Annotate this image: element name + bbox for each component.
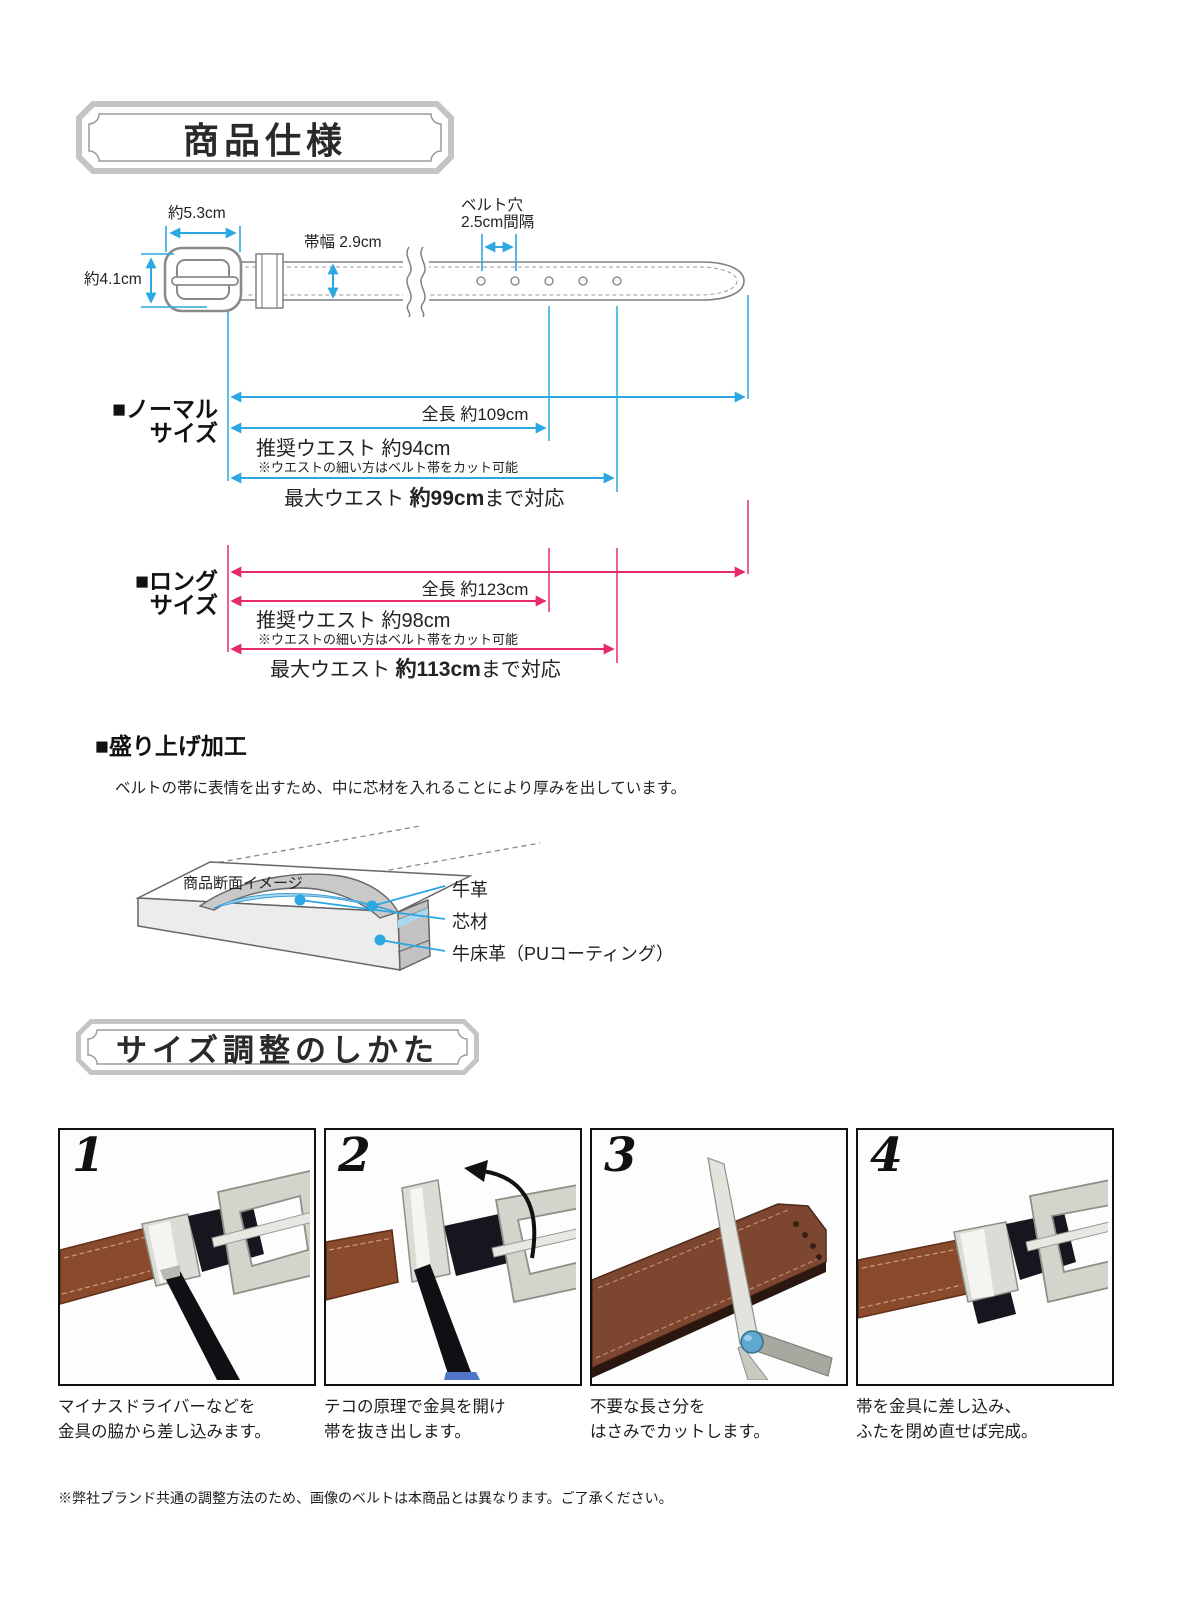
strap-width-label: 帯幅 2.9cm <box>304 234 382 251</box>
hole-pitch-label-line2: 2.5cm間隔 <box>461 214 535 232</box>
cross-section-illustration <box>135 825 541 972</box>
screwdriver <box>164 1271 240 1380</box>
normal-max-waist: 最大ウエスト 約99cmまで対応 <box>284 482 564 512</box>
buckle-height-label: 約4.1cm <box>84 271 142 288</box>
raised-section-body: ベルトの帯に表情を出すため、中に芯材を入れることにより厚みを出しています。 <box>115 780 687 797</box>
footnote: ※弊社ブランド共通の調整方法のため、画像のベルトは本商品とは異なります。ご了承く… <box>58 1490 673 1506</box>
step-4-number: 4 <box>870 1128 903 1183</box>
step-2-number: 2 <box>338 1128 371 1183</box>
step-3-illustration <box>591 1157 833 1381</box>
step-2-caption-line1: テコの原理で金具を開け <box>324 1398 506 1416</box>
normal-max-value: 約99cm <box>409 487 485 510</box>
long-recommended-waist: 推奨ウエスト 約98cm <box>256 610 451 632</box>
raised-section-heading: ■盛り上げ加工 <box>95 733 247 759</box>
dot-layer-top <box>366 900 378 912</box>
dim-buckle-width <box>165 226 241 252</box>
spec-section-title: 商品仕様 <box>75 100 455 175</box>
normal-max-prefix: 最大ウエスト <box>284 488 410 510</box>
step-2-caption-line2: 帯を抜き出します。 <box>324 1422 471 1441</box>
step-2-photo: 2 <box>324 1128 607 1386</box>
dim-hole-pitch <box>481 234 517 271</box>
adjust-title-text: サイズ調整のしかた <box>115 1032 440 1069</box>
belt-diagram-svg <box>135 226 749 972</box>
step-4-illustration <box>857 1174 1143 1324</box>
normal-recommended-waist: 推奨ウエスト 約94cm <box>256 438 451 460</box>
title-frame-ornament-2 <box>76 1019 479 1075</box>
step-1: 1 マイナスドライバーなどを 金具の脇から差し込みます。 <box>58 1128 327 1445</box>
layer-core-label: 芯材 <box>452 912 488 932</box>
long-size-name-line1: ■ロング <box>135 568 218 594</box>
long-total-length: 全長 約123cm <box>421 580 529 599</box>
long-cut-note: ※ウエストの細い方はベルト帯をカット可能 <box>258 632 519 647</box>
step-1-caption-line2: 金具の脇から差し込みます。 <box>58 1422 271 1441</box>
step-3-caption-line2: はさみでカットします。 <box>590 1422 770 1441</box>
belt-illustration <box>163 246 745 318</box>
dot-layer-bottom <box>374 934 386 946</box>
cross-section-caption: 商品断面イメージ <box>183 875 303 892</box>
long-size-name: ■ロング サイズ <box>96 569 218 617</box>
step-4: 4 帯を金具に差し込み、 ふたを閉め直せば完成。 <box>856 1128 1143 1445</box>
dot-layer-core <box>294 894 306 906</box>
step-1-caption: マイナスドライバーなどを 金具の脇から差し込みます。 <box>58 1395 316 1445</box>
open-direction-arrow <box>481 1169 537 1259</box>
normal-size-name-line2: サイズ <box>149 420 218 447</box>
step-4-caption-line1: 帯を金具に差し込み、 <box>856 1398 1021 1416</box>
hole-pitch-label-line1: ベルト穴 <box>461 197 524 214</box>
long-max-prefix: 最大ウエスト <box>270 659 396 681</box>
normal-size-name-line1: ■ノーマル <box>112 396 218 422</box>
hole-pitch-label: ベルト穴 2.5cm間隔 <box>461 197 534 231</box>
adjust-section-title: サイズ調整のしかた <box>75 1018 480 1076</box>
step-3: 3 不要な長さ分を <box>590 1128 848 1445</box>
step-2: 2 テコの原理で金具を開け 帯を抜き出します。 <box>324 1128 607 1445</box>
normal-size-name: ■ノーマル サイズ <box>96 397 218 445</box>
spec-title-text: 商品仕様 <box>182 119 347 162</box>
normal-max-suffix: まで対応 <box>484 488 565 510</box>
screwdriver <box>414 1264 474 1380</box>
layer-bottom-label: 牛床革（PUコーティング） <box>452 944 674 964</box>
scissors-pivot <box>740 1330 764 1354</box>
long-max-value: 約113cm <box>395 658 481 681</box>
step-1-illustration <box>59 1168 327 1380</box>
dim-buckle-height <box>141 253 207 308</box>
step-4-caption-line2: ふたを閉め直せば完成。 <box>856 1422 1038 1441</box>
step-4-photo: 4 <box>856 1128 1143 1386</box>
step-3-number: 3 <box>604 1128 637 1183</box>
step-3-caption-line1: 不要な長さ分を <box>590 1398 706 1416</box>
step-1-caption-line1: マイナスドライバーなどを <box>58 1398 256 1416</box>
adjustment-steps: 1 マイナスドライバーなどを 金具の脇から差し込みます。 <box>58 1128 1143 1445</box>
layer-top-label: 牛革 <box>452 880 488 900</box>
step-3-caption: 不要な長さ分を はさみでカットします。 <box>590 1395 848 1445</box>
step-3-photo: 3 <box>590 1128 848 1386</box>
long-size-dimensions <box>227 500 749 663</box>
step-1-number: 1 <box>72 1128 105 1183</box>
title-frame-ornament <box>76 101 454 174</box>
normal-total-length: 全長 約109cm <box>421 405 529 424</box>
normal-cut-note: ※ウエストの細い方はベルト帯をカット可能 <box>258 460 519 475</box>
step-1-photo: 1 <box>58 1128 327 1386</box>
normal-size-dimensions <box>227 295 749 492</box>
step-2-caption: テコの原理で金具を開け 帯を抜き出します。 <box>324 1395 582 1445</box>
long-max-waist: 最大ウエスト 約113cmまで対応 <box>270 653 561 683</box>
buckle-width-label: 約5.3cm <box>168 205 226 222</box>
step-4-caption: 帯を金具に差し込み、 ふたを閉め直せば完成。 <box>856 1395 1114 1445</box>
long-max-suffix: まで対応 <box>480 659 561 681</box>
long-size-name-line2: サイズ <box>149 592 218 619</box>
